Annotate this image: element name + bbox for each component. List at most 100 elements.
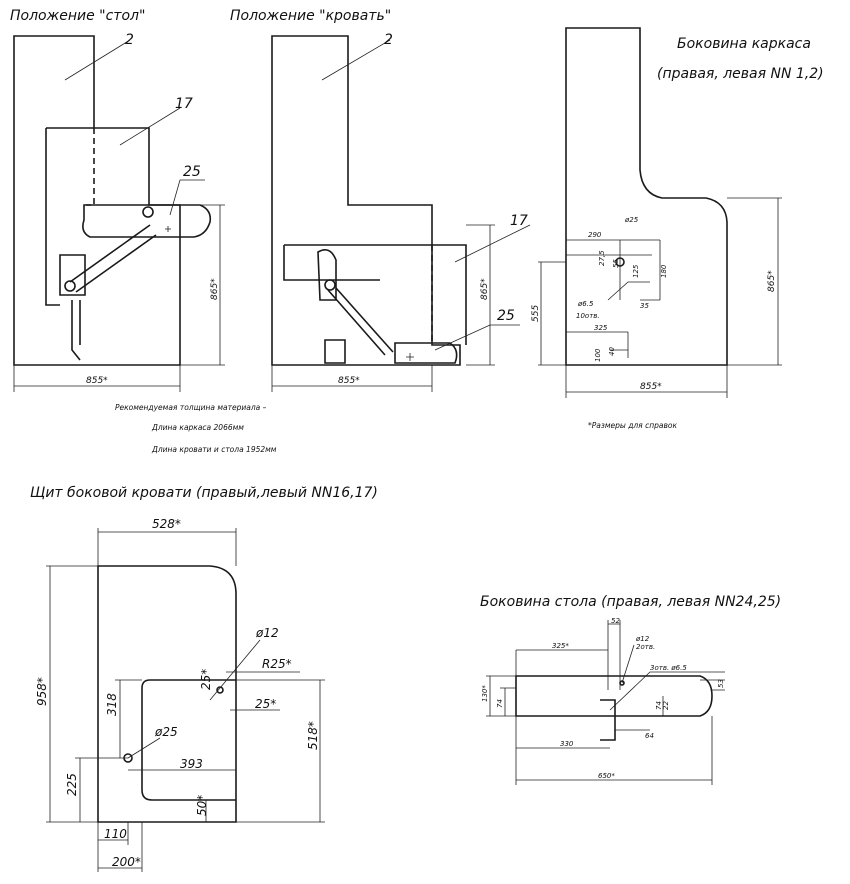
dim-225-line (75, 757, 128, 822)
dim-958-line (46, 565, 98, 823)
mechanism-bracket (317, 249, 337, 301)
dim-width-label: 855* (86, 376, 108, 386)
title-bed-side-panel: Щит боковой кровати (правый,левый NN16,1… (30, 485, 378, 501)
title-bed-position: Положение "кровать" (230, 8, 391, 24)
dim-180-line (640, 239, 661, 301)
panel-outline (97, 565, 237, 823)
dim-hole-25: ø25 (624, 216, 639, 224)
dim-74b: 74 (655, 701, 663, 710)
table-side-part (82, 204, 212, 238)
view-frame-side: Боковина каркаса (правая, левая NN 1,2) … (531, 27, 824, 430)
mechanism-bracket (59, 254, 86, 296)
hole-25-circle (123, 753, 133, 763)
part-label-2: 2 (384, 32, 393, 48)
leader-25 (434, 324, 520, 351)
dim-393: 393 (180, 757, 203, 771)
hole-12-circle (619, 680, 625, 686)
pivot-circle (64, 280, 76, 292)
mechanism-lower (71, 300, 81, 361)
dim-width (271, 365, 433, 392)
leader-holes-3 (609, 671, 725, 711)
part-label-25: 25 (497, 308, 515, 324)
mechanism-arm (327, 287, 394, 356)
dim-325: 325* (552, 642, 569, 650)
table-side-part (394, 342, 458, 364)
dim-130: 130* (481, 685, 489, 702)
bed-side-outline (45, 127, 94, 306)
hole-mark (165, 226, 171, 232)
dim-290: 290 (588, 231, 602, 239)
hole-circle (615, 257, 625, 267)
frame-side-part (565, 27, 728, 366)
dim-318: 318 (105, 693, 119, 716)
dim-330: 330 (560, 740, 574, 748)
table-side-notch (600, 699, 616, 741)
dim-50: 50* (195, 795, 209, 816)
dim-hole-12: ø12 (255, 626, 279, 640)
dim-holes-3: 3отв. ø6.5 (650, 664, 687, 672)
dim-height (727, 197, 782, 366)
dim-height (466, 224, 495, 366)
leader-hole-12 (621, 644, 635, 684)
dim-35: 35 (640, 302, 649, 310)
view-table-side: Боковина стола (правая, левая NN24,25) 5… (480, 594, 781, 785)
dim-100: 100 (594, 348, 602, 362)
dim-hole-25: ø25 (154, 725, 178, 739)
dim-200-line (98, 822, 143, 872)
dim-125: 125 (632, 264, 640, 278)
dim-holes-count: 10отв. (576, 312, 600, 320)
pivot-circle (324, 279, 336, 291)
dim-650: 650* (598, 772, 615, 780)
leader-17 (119, 107, 181, 146)
leader-2 (321, 39, 391, 81)
part-label-25: 25 (183, 164, 201, 180)
dim-52: 52 (611, 617, 620, 625)
dim-518-line (236, 679, 325, 823)
note-bed-length: Длина кровати и стола 1952мм (151, 445, 277, 454)
frame-side-outline (271, 35, 461, 366)
dim-110-line (97, 822, 129, 872)
dim-40: 40 (608, 347, 616, 356)
dim-width-label: 855* (640, 382, 662, 392)
dim-55: 55 (612, 259, 620, 268)
leader-17 (454, 224, 531, 263)
dim-height (180, 204, 225, 366)
dim-555: 555 (531, 305, 541, 322)
part-label-2: 2 (125, 32, 134, 48)
panel-cutout (141, 679, 236, 801)
dim-64: 64 (645, 732, 654, 740)
view-table-position: Положение "стол" 2 17 25 855* 865* (10, 8, 225, 392)
pivot-circle (142, 206, 154, 218)
frame-side-outline (13, 35, 181, 366)
dim-width (565, 365, 728, 398)
leader-hole-12 (209, 639, 261, 701)
dim-325: 325 (594, 324, 608, 332)
part-label-17: 17 (175, 96, 193, 112)
view-bed-position: Положение "кровать" 2 17 25 855* 865* (230, 8, 531, 392)
dim-518: 518* (306, 721, 320, 750)
hole-12-circle (216, 686, 224, 694)
dim-r25: R25* (262, 657, 292, 671)
hole-dims-lower (566, 331, 629, 358)
title-frame-side-sub: (правая, левая NN 1,2) (657, 66, 824, 82)
dim-25-horiz: 25* (255, 697, 276, 711)
note-frame-length: Длина каркаса 2066мм (151, 423, 244, 432)
dim-height-label: 865* (210, 278, 220, 300)
dim-width-label: 855* (338, 376, 360, 386)
hole-dims (566, 239, 652, 300)
dim-27-5: 27,5 (598, 250, 606, 266)
hole-mark (406, 353, 414, 361)
dim-528: 528* (152, 517, 181, 531)
mechanism-arm (69, 224, 157, 293)
dim-200: 200* (112, 855, 141, 869)
dim-height-label: 865* (767, 270, 777, 292)
part-label-17: 17 (510, 213, 528, 229)
dim-318-line (115, 679, 142, 758)
leader-holes (607, 281, 650, 301)
material-notes: Рекомендуемая толщина материала – Длина … (115, 403, 277, 454)
view-bed-side-panel: Щит боковой кровати (правый,левый NN16,1… (30, 485, 378, 872)
title-table-position: Положение "стол" (10, 8, 145, 24)
dim-110: 110 (104, 827, 127, 841)
dim-130-line (486, 675, 516, 717)
